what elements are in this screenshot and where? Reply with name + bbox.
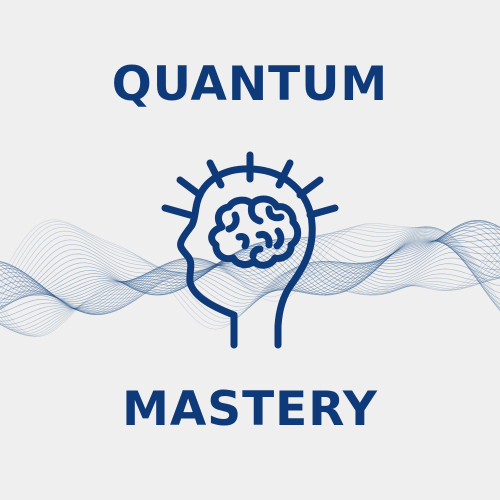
wave-line <box>0 221 500 327</box>
wave-line <box>0 219 500 330</box>
wave-line <box>0 244 500 311</box>
wave-line <box>0 237 500 314</box>
wave-line <box>0 233 500 318</box>
wave-line <box>0 239 500 310</box>
wave-line <box>0 226 500 335</box>
wave-line <box>0 223 500 337</box>
title-quantum: QUANTUM <box>111 57 389 112</box>
wave-line <box>0 238 500 310</box>
wave-line <box>0 224 500 304</box>
wave-line <box>0 257 500 304</box>
wave-line <box>0 238 500 313</box>
wave-line <box>0 221 500 303</box>
wave-line <box>0 248 500 310</box>
head-brain-lightbulb-icon <box>161 151 339 349</box>
wave-line <box>0 227 500 319</box>
wave-line <box>0 226 500 336</box>
wave-line <box>0 239 500 311</box>
wave-line <box>0 228 500 331</box>
wave-line <box>0 240 500 296</box>
wave-line <box>0 245 500 298</box>
wave-line <box>0 230 500 296</box>
wave-line <box>0 236 500 315</box>
wave-line <box>0 226 500 296</box>
wave-line <box>0 230 500 315</box>
wave-line <box>0 224 500 337</box>
wave-line <box>0 234 500 295</box>
wave-line <box>0 227 500 333</box>
wave-line <box>0 223 500 323</box>
wave-line <box>0 251 500 300</box>
wave-line <box>0 229 500 328</box>
wave-line <box>0 232 500 308</box>
wave-line <box>0 235 500 311</box>
wave-line <box>0 226 500 337</box>
wave-line <box>0 227 500 306</box>
wave-line <box>0 253 500 307</box>
title-mastery: MASTERY <box>122 382 378 437</box>
